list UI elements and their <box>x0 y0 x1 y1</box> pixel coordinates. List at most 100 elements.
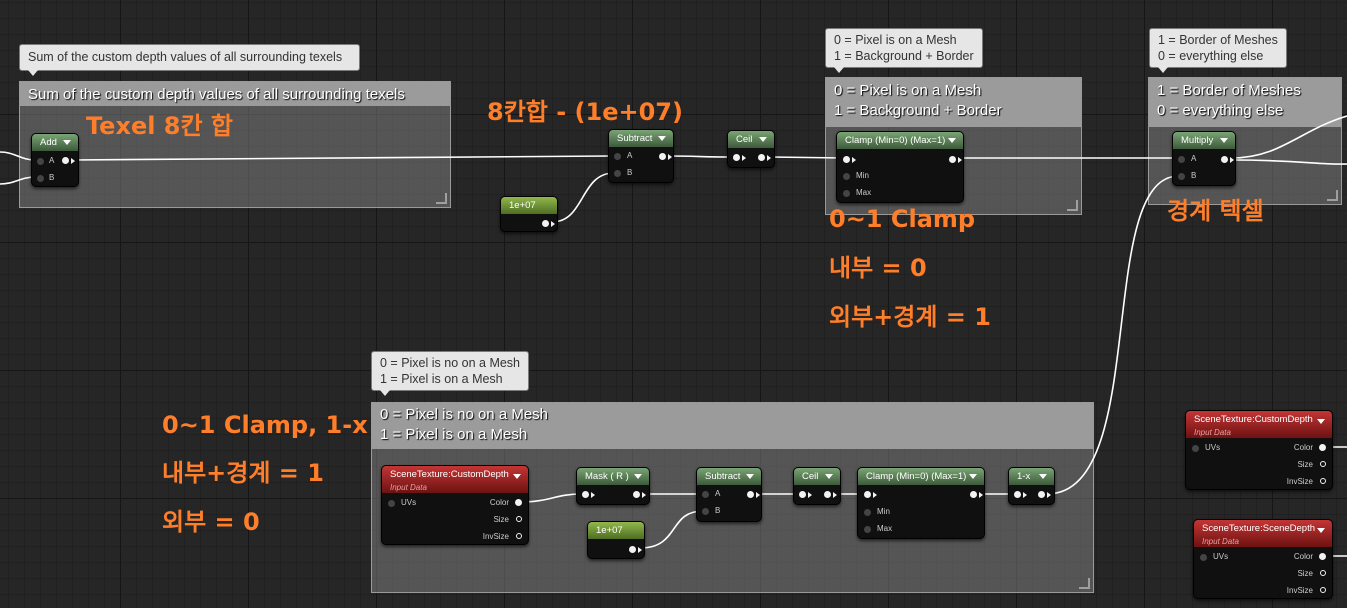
mask-node[interactable]: Mask ( R ) <box>576 467 650 505</box>
resize-handle-icon[interactable] <box>436 193 447 204</box>
input-pin[interactable] <box>799 491 806 498</box>
output-arrow-icon <box>833 492 837 498</box>
subtract-node-bottom[interactable]: Subtract A B <box>696 467 762 522</box>
node-header[interactable]: Clamp (Min=0) (Max=1) <box>837 132 963 149</box>
comment-box-sum[interactable]: Sum of the custom depth values of all su… <box>19 81 451 208</box>
pin-label: Min <box>856 171 869 180</box>
size-output-pin[interactable] <box>1320 570 1326 576</box>
output-pin[interactable] <box>758 154 765 161</box>
chevron-down-icon[interactable] <box>746 474 754 479</box>
pin-min-input[interactable] <box>864 509 871 516</box>
node-title: Multiply <box>1181 135 1214 146</box>
pin-min-input[interactable] <box>843 173 850 180</box>
input-pin[interactable] <box>1014 491 1021 498</box>
pin-max-input[interactable] <box>864 526 871 533</box>
clamp-node-bottom[interactable]: Clamp (Min=0) (Max=1) Min Max <box>857 467 985 539</box>
resize-handle-icon[interactable] <box>1067 200 1078 211</box>
pin-uvs-input[interactable] <box>1200 554 1207 561</box>
invsize-output-pin[interactable] <box>1320 587 1326 593</box>
chevron-down-icon[interactable] <box>1220 138 1228 143</box>
chevron-down-icon[interactable] <box>513 474 521 479</box>
size-output-pin[interactable] <box>1320 461 1326 467</box>
node-header[interactable]: Mask ( R ) <box>577 468 649 485</box>
pin-uvs-input[interactable] <box>1192 445 1199 452</box>
wire-const-subtract <box>551 172 615 223</box>
pin-label: Min <box>877 507 890 516</box>
output-pin[interactable] <box>542 220 549 227</box>
output-pin[interactable] <box>824 491 831 498</box>
output-pin[interactable] <box>1038 491 1045 498</box>
chevron-down-icon[interactable] <box>969 474 977 479</box>
chevron-down-icon[interactable] <box>825 474 833 479</box>
invsize-output-pin[interactable] <box>1320 478 1326 484</box>
pin-a-input[interactable] <box>702 491 709 498</box>
pin-max-input[interactable] <box>843 190 850 197</box>
output-pin[interactable] <box>633 491 640 498</box>
node-header[interactable]: Clamp (Min=0) (Max=1) <box>858 468 984 485</box>
add-node[interactable]: Add A B <box>31 133 79 187</box>
node-header[interactable]: 1e+07 <box>501 197 557 214</box>
node-header[interactable]: Ceil <box>728 131 774 148</box>
comment-title-sum[interactable]: Sum of the custom depth values of all su… <box>20 82 450 106</box>
color-output-pin[interactable] <box>1319 553 1326 560</box>
resize-handle-icon[interactable] <box>1079 578 1090 589</box>
chevron-down-icon[interactable] <box>1317 419 1325 424</box>
output-pin[interactable] <box>62 157 69 164</box>
input-pin[interactable] <box>733 154 740 161</box>
constant-node-bottom[interactable]: 1e+07 <box>587 521 645 559</box>
comment-title-line: 0 = Pixel is on a Mesh <box>834 82 982 99</box>
input-pin[interactable] <box>864 491 871 498</box>
chevron-down-icon[interactable] <box>1039 474 1047 479</box>
node-header[interactable]: Add <box>32 134 78 151</box>
one-minus-node[interactable]: 1-x <box>1008 467 1055 505</box>
node-header[interactable]: 1e+07 <box>588 522 644 539</box>
pin-a-input[interactable] <box>37 158 44 165</box>
output-pin[interactable] <box>949 156 956 163</box>
pin-a-input[interactable] <box>614 153 621 160</box>
input-pin[interactable] <box>582 491 589 498</box>
color-output-pin[interactable] <box>1319 444 1326 451</box>
node-header[interactable]: Subtract <box>697 468 761 485</box>
pin-b-input[interactable] <box>37 175 44 182</box>
comment-title-mesh[interactable]: 0 = Pixel is no on a Mesh 1 = Pixel is o… <box>372 403 1093 449</box>
output-pin[interactable] <box>629 546 636 553</box>
node-header[interactable]: Subtract <box>609 130 673 147</box>
pin-b-input[interactable] <box>614 170 621 177</box>
resize-handle-icon[interactable] <box>1327 190 1338 201</box>
input-pin[interactable] <box>843 156 850 163</box>
size-output-pin[interactable] <box>516 516 522 522</box>
subtract-node-top[interactable]: Subtract A B <box>608 129 674 183</box>
constant-node-top[interactable]: 1e+07 <box>500 196 558 232</box>
ceil-node-bottom[interactable]: Ceil <box>793 467 841 505</box>
chevron-down-icon[interactable] <box>634 474 642 479</box>
pin-uvs-input[interactable] <box>388 500 395 507</box>
chevron-down-icon[interactable] <box>63 140 71 145</box>
output-pin[interactable] <box>1221 156 1228 163</box>
pin-b-input[interactable] <box>702 508 709 515</box>
output-pin[interactable] <box>747 491 754 498</box>
pin-a-input[interactable] <box>1178 156 1185 163</box>
multiply-node[interactable]: Multiply A B <box>1172 131 1236 186</box>
chevron-down-icon[interactable] <box>1317 528 1325 533</box>
chevron-down-icon[interactable] <box>948 138 956 143</box>
pin-b-input[interactable] <box>1178 173 1185 180</box>
node-header[interactable]: 1-x <box>1009 468 1054 485</box>
node-header[interactable]: Multiply <box>1173 132 1235 149</box>
output-pin[interactable] <box>970 491 977 498</box>
invsize-output-pin[interactable] <box>516 533 522 539</box>
color-output-pin[interactable] <box>515 499 522 506</box>
comment-title-clamp-top[interactable]: 0 = Pixel is on a Mesh 1 = Background + … <box>826 78 1081 127</box>
comment-title-border[interactable]: 1 = Border of Meshes 0 = everything else <box>1149 78 1341 127</box>
ceil-node-top[interactable]: Ceil <box>727 130 775 168</box>
clamp-node-top[interactable]: Clamp (Min=0) (Max=1) Min Max <box>836 131 964 203</box>
node-header[interactable]: Ceil <box>794 468 840 485</box>
output-pin[interactable] <box>659 153 666 160</box>
chevron-down-icon[interactable] <box>759 137 767 142</box>
chevron-down-icon[interactable] <box>658 136 666 141</box>
